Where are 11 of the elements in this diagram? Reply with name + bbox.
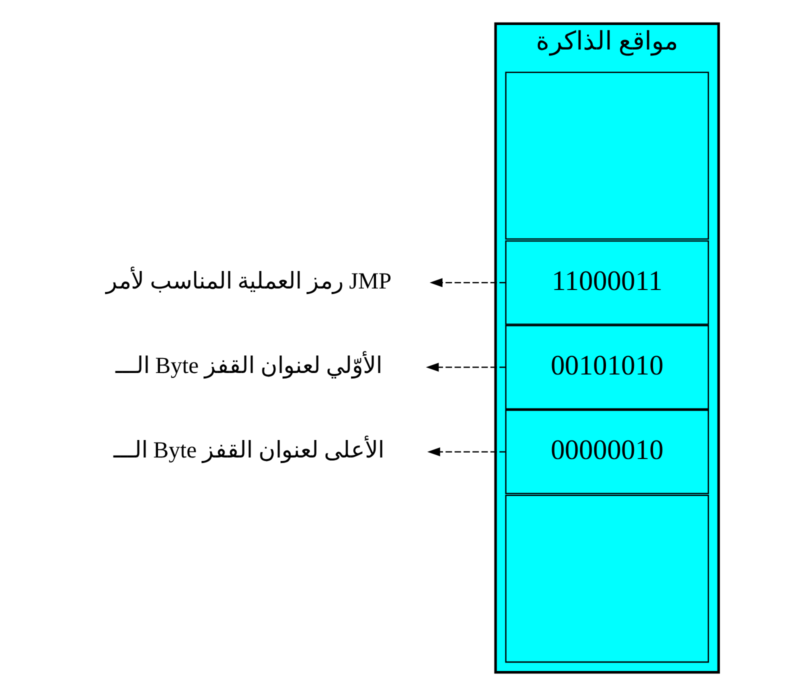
node-box: 00101010	[505, 324, 709, 410]
node-box	[505, 494, 709, 663]
node-text: رمز العملية المناسب لأمر JMP	[106, 267, 392, 294]
node-box: 00000010	[505, 410, 709, 494]
node-text: الـــ Byte الأعلى لعنوان القفز	[113, 436, 384, 462]
arrow	[427, 447, 506, 456]
node-text: الـــ Byte الأوّلي لعنوان القفز	[115, 352, 382, 378]
node-box: 11000011	[505, 240, 709, 325]
arrow	[426, 362, 506, 372]
node-box	[505, 72, 709, 240]
arrow	[430, 278, 506, 288]
